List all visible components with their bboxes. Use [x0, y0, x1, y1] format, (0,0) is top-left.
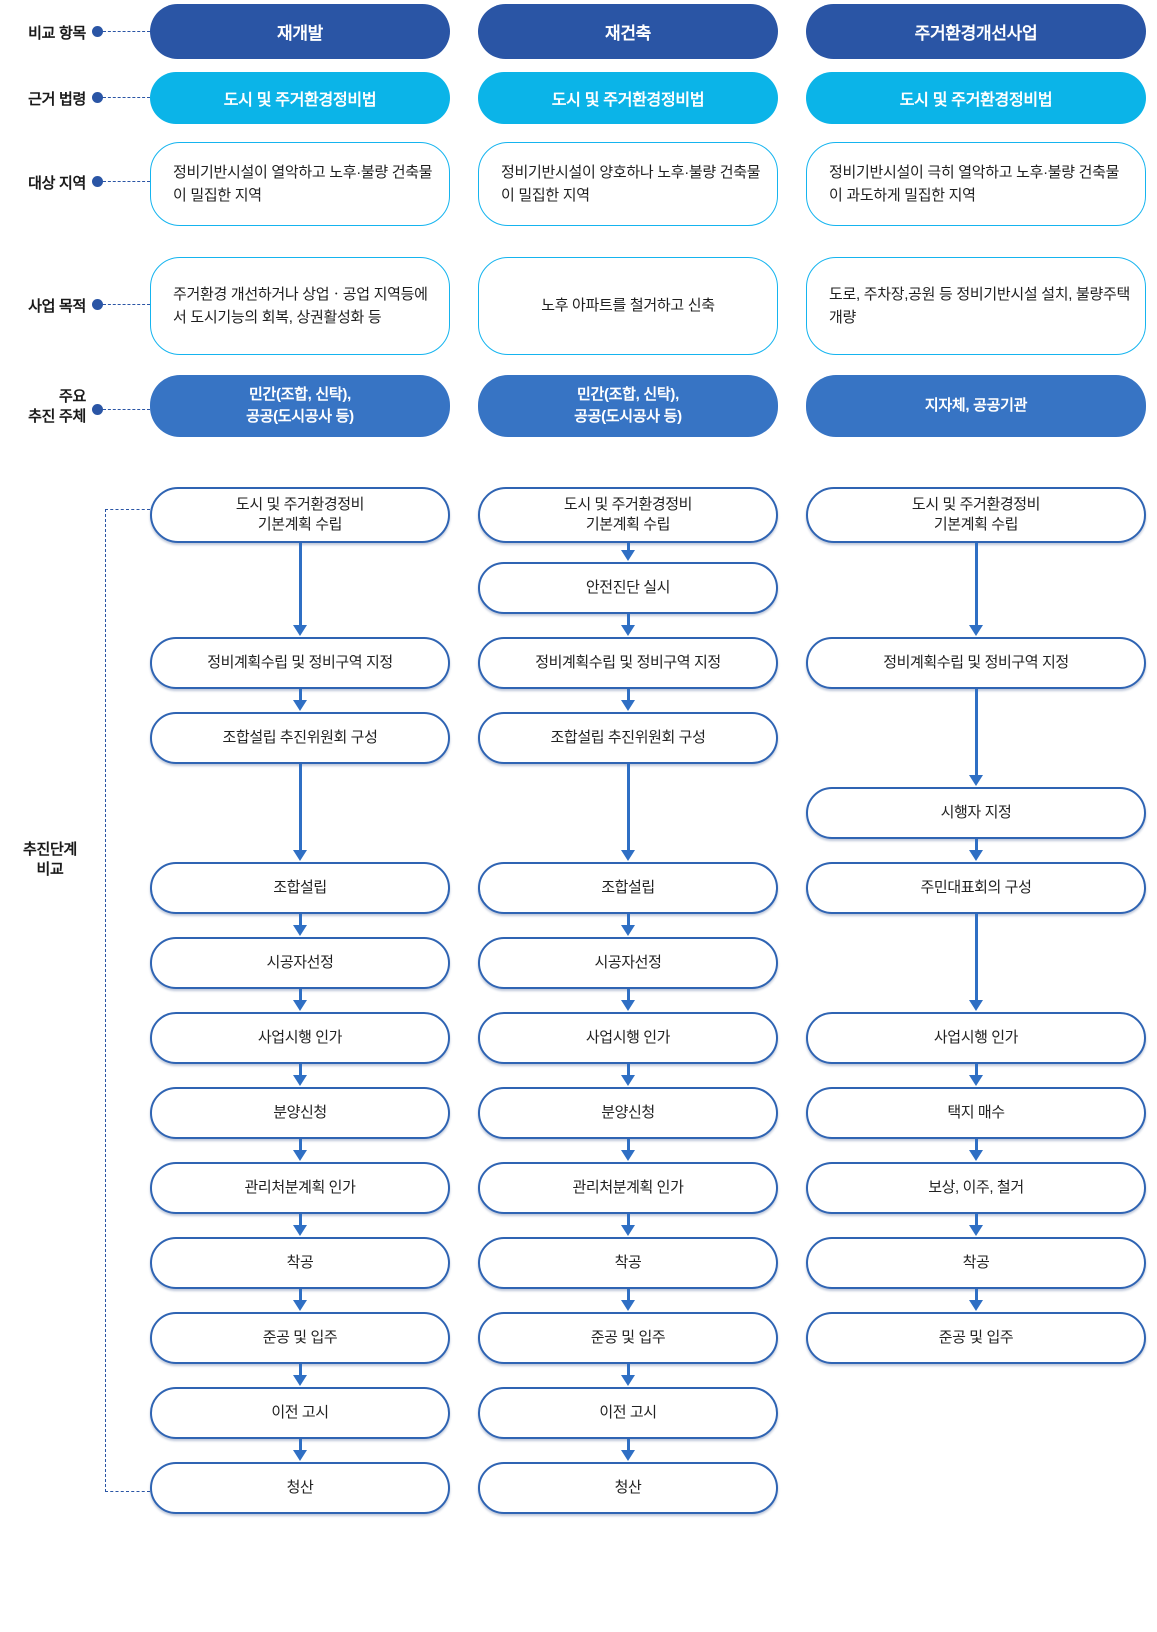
row-label-legal-basis: 근거 법령: [28, 91, 86, 108]
flow-node[interactable]: 안전진단 실시: [478, 562, 778, 614]
flow-arrow-down-icon: [974, 914, 978, 1002]
main-entity-cell-housing-improvement: 지자체, 공공기관: [806, 375, 1146, 437]
flow-node[interactable]: 도시 및 주거환경정비 기본계획 수립: [478, 487, 778, 543]
flow-arrow-down-icon: [298, 543, 302, 627]
row-connector-dash-0: [103, 31, 150, 32]
flow-arrow-down-icon: [626, 1439, 630, 1452]
flow-section-label: 추진단계 비교: [22, 841, 77, 879]
row-label-project-purpose: 사업 목적: [28, 298, 86, 315]
main-entity-cell-redevelopment: 민간(조합, 신탁), 공공(도시공사 등): [150, 375, 450, 437]
flow-arrow-down-icon: [298, 764, 302, 852]
flow-node[interactable]: 조합설립 추진위원회 구성: [150, 712, 450, 764]
header-cell-housing-improvement: 주거환경개선사업: [806, 4, 1146, 59]
legal-basis-cell-redevelopment: 도시 및 주거환경정비법: [150, 72, 450, 124]
flow-node[interactable]: 준공 및 입주: [806, 1312, 1146, 1364]
flow-arrow-down-icon: [974, 1214, 978, 1227]
flow-arrow-down-icon: [298, 989, 302, 1002]
flow-node[interactable]: 조합설립 추진위원회 구성: [478, 712, 778, 764]
flow-node[interactable]: 이전 고시: [478, 1387, 778, 1439]
flow-arrow-down-icon: [298, 1214, 302, 1227]
flow-node[interactable]: 분양신청: [150, 1087, 450, 1139]
flow-arrow-down-icon: [626, 1214, 630, 1227]
flow-arrow-down-icon: [298, 1064, 302, 1077]
flow-node[interactable]: 정비계획수립 및 정비구역 지정: [478, 637, 778, 689]
header-cell-redevelopment: 재개발: [150, 4, 450, 59]
project-purpose-cell-housing-improvement: 도로, 주차장,공원 등 정비기반시설 설치, 불량주택 개량: [806, 257, 1146, 355]
flow-node[interactable]: 조합설립: [150, 862, 450, 914]
flow-node[interactable]: 관리처분계획 인가: [478, 1162, 778, 1214]
flow-loop-dashed-connector: [105, 509, 150, 1492]
row-connector-dot-2: [92, 176, 103, 187]
flow-node[interactable]: 청산: [478, 1462, 778, 1514]
row-connector-dash-4: [103, 409, 150, 410]
flow-arrow-down-icon: [626, 689, 630, 702]
flow-node[interactable]: 착공: [806, 1237, 1146, 1289]
flow-arrow-down-icon: [626, 764, 630, 852]
project-purpose-cell-reconstruction: 노후 아파트를 철거하고 신축: [478, 257, 778, 355]
flow-node[interactable]: 착공: [478, 1237, 778, 1289]
flow-arrow-down-icon: [626, 543, 630, 552]
flow-arrow-down-icon: [626, 1064, 630, 1077]
flow-node[interactable]: 시공자선정: [150, 937, 450, 989]
flow-node[interactable]: 시공자선정: [478, 937, 778, 989]
row-connector-dash-2: [103, 181, 150, 182]
flow-node[interactable]: 도시 및 주거환경정비 기본계획 수립: [806, 487, 1146, 543]
flow-arrow-down-icon: [626, 989, 630, 1002]
legal-basis-cell-reconstruction: 도시 및 주거환경정비법: [478, 72, 778, 124]
flow-arrow-down-icon: [974, 1289, 978, 1302]
flow-node[interactable]: 청산: [150, 1462, 450, 1514]
comparison-table: 비교 항목 근거 법령 대상 지역 사업 목적 주요 추진 주체 재개발 재건축…: [0, 0, 1157, 470]
flow-arrow-down-icon: [974, 689, 978, 777]
target-area-cell-redevelopment: 정비기반시설이 열악하고 노후·불량 건축물이 밀집한 지역: [150, 142, 450, 226]
flow-arrow-down-icon: [298, 1289, 302, 1302]
flow-arrow-down-icon: [974, 839, 978, 852]
flow-node[interactable]: 도시 및 주거환경정비 기본계획 수립: [150, 487, 450, 543]
target-area-cell-reconstruction: 정비기반시설이 양호하나 노후·불량 건축물이 밀집한 지역: [478, 142, 778, 226]
flow-arrow-down-icon: [974, 1139, 978, 1152]
row-connector-dot-1: [92, 92, 103, 103]
flow-node[interactable]: 준공 및 입주: [150, 1312, 450, 1364]
flow-arrow-down-icon: [974, 543, 978, 627]
row-connector-dot-4: [92, 404, 103, 415]
flow-node[interactable]: 보상, 이주, 철거: [806, 1162, 1146, 1214]
flow-arrow-down-icon: [626, 1289, 630, 1302]
row-label-main-entity: 주요 추진 주체: [28, 388, 86, 425]
flow-arrow-down-icon: [626, 1139, 630, 1152]
flow-arrow-down-icon: [298, 914, 302, 927]
main-entity-cell-reconstruction: 민간(조합, 신탁), 공공(도시공사 등): [478, 375, 778, 437]
flow-arrow-down-icon: [298, 1364, 302, 1377]
legal-basis-cell-housing-improvement: 도시 및 주거환경정비법: [806, 72, 1146, 124]
flow-node[interactable]: 준공 및 입주: [478, 1312, 778, 1364]
row-connector-dash-1: [103, 97, 150, 98]
row-connector-dot-0: [92, 26, 103, 37]
flow-node[interactable]: 시행자 지정: [806, 787, 1146, 839]
flow-arrow-down-icon: [974, 1064, 978, 1077]
flow-arrow-down-icon: [626, 614, 630, 627]
flow-arrow-down-icon: [626, 1364, 630, 1377]
flow-node[interactable]: 사업시행 인가: [150, 1012, 450, 1064]
row-connector-dot-3: [92, 299, 103, 310]
flow-node[interactable]: 이전 고시: [150, 1387, 450, 1439]
flow-node[interactable]: 조합설립: [478, 862, 778, 914]
flow-node[interactable]: 정비계획수립 및 정비구역 지정: [150, 637, 450, 689]
flow-arrow-down-icon: [298, 689, 302, 702]
row-connector-dash-3: [103, 304, 150, 305]
flow-node[interactable]: 주민대표회의 구성: [806, 862, 1146, 914]
flow-node[interactable]: 관리처분계획 인가: [150, 1162, 450, 1214]
flow-node[interactable]: 사업시행 인가: [478, 1012, 778, 1064]
flow-node[interactable]: 착공: [150, 1237, 450, 1289]
project-purpose-cell-redevelopment: 주거환경 개선하거나 상업ㆍ공업 지역등에서 도시기능의 회복, 상권활성화 등: [150, 257, 450, 355]
flow-arrow-down-icon: [298, 1439, 302, 1452]
flow-node[interactable]: 사업시행 인가: [806, 1012, 1146, 1064]
target-area-cell-housing-improvement: 정비기반시설이 극히 열악하고 노후·불량 건축물이 과도하게 밀집한 지역: [806, 142, 1146, 226]
flow-arrow-down-icon: [626, 914, 630, 927]
row-label-comparison-item: 비교 항목: [28, 25, 86, 42]
header-cell-reconstruction: 재건축: [478, 4, 778, 59]
row-label-target-area: 대상 지역: [28, 175, 86, 192]
flow-arrow-down-icon: [298, 1139, 302, 1152]
flow-node[interactable]: 분양신청: [478, 1087, 778, 1139]
flow-node[interactable]: 정비계획수립 및 정비구역 지정: [806, 637, 1146, 689]
flow-node[interactable]: 택지 매수: [806, 1087, 1146, 1139]
